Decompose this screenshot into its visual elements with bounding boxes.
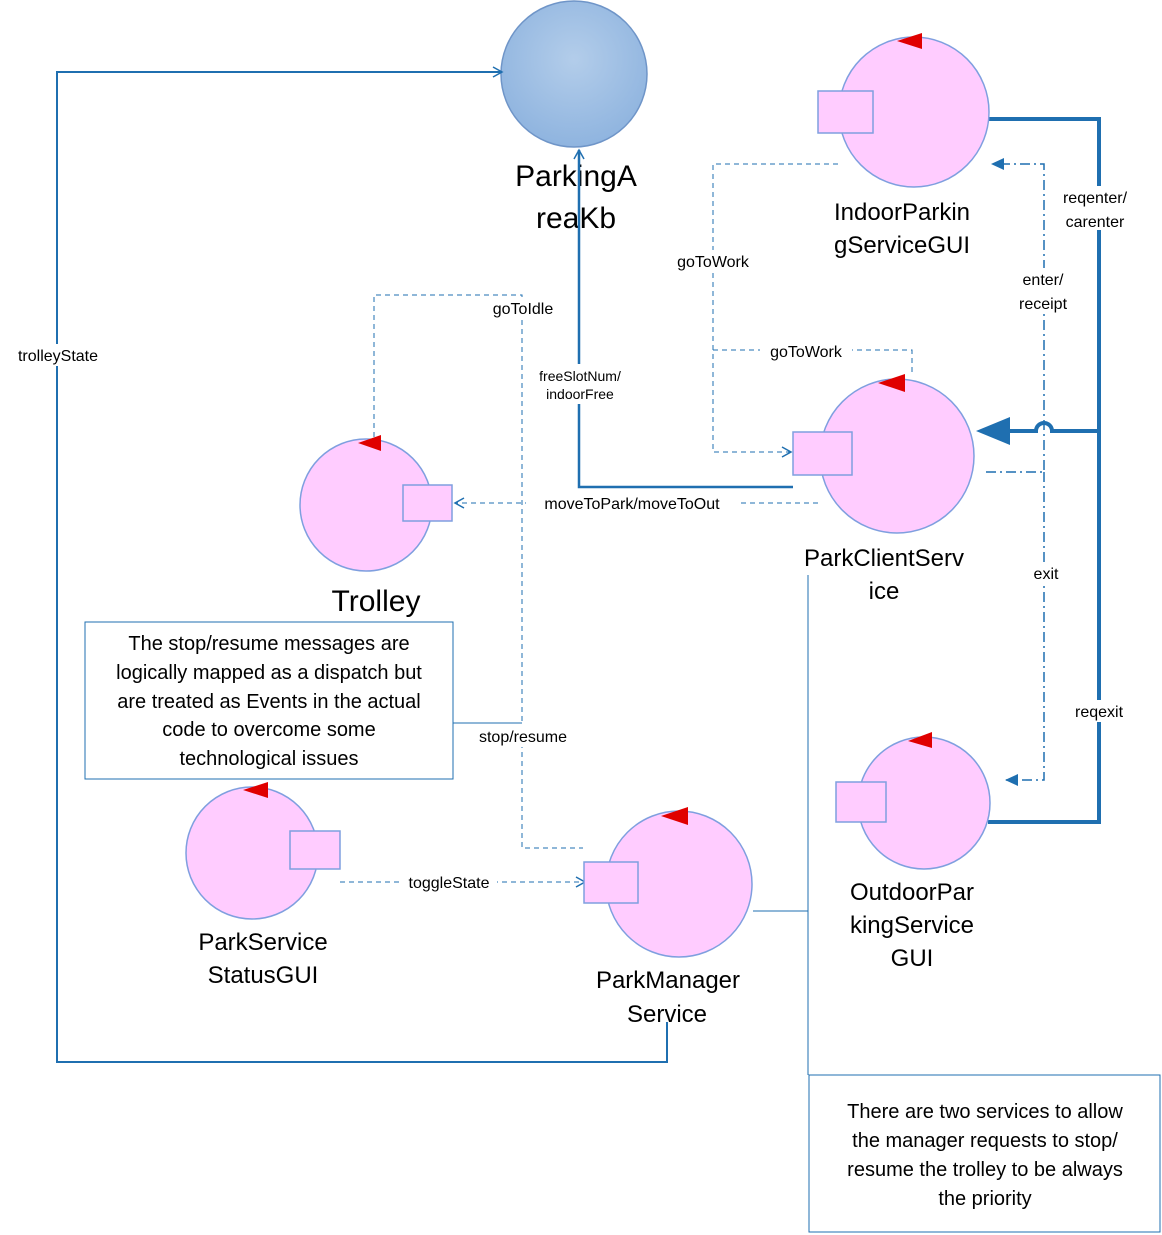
actor-port bbox=[792, 431, 853, 476]
trolley-state-line bbox=[56, 66, 668, 1063]
priority-note-line-3: resume the trolley to be always bbox=[847, 1159, 1123, 1181]
actor-client-service: ParkClientServ ice bbox=[792, 374, 975, 605]
msg-trolley-state: trolleyState bbox=[18, 348, 98, 365]
msg-enter-2: receipt bbox=[1019, 296, 1068, 313]
actor-port bbox=[817, 90, 874, 134]
msg-stop-resume: stop/resume bbox=[479, 729, 567, 746]
actor-status-gui: ParkService StatusGUI bbox=[185, 782, 341, 989]
note-line-5: technological issues bbox=[180, 748, 359, 770]
actor-outdoor-gui: OutdoorPar kingService GUI bbox=[835, 732, 991, 972]
msg-enter-1: enter/ bbox=[1023, 272, 1064, 289]
msg-reqenter-2: carenter bbox=[1066, 214, 1125, 231]
actor-flag-icon bbox=[897, 33, 922, 49]
outdoor-gui-label-3: GUI bbox=[891, 945, 934, 972]
kb-label-line-2: reaKb bbox=[536, 202, 616, 235]
free-slot-line bbox=[573, 148, 793, 489]
actor-flag-icon bbox=[908, 732, 932, 748]
msg-reqexit: reqexit bbox=[1075, 704, 1124, 721]
priority-note-line-4: the priority bbox=[938, 1188, 1031, 1210]
note-box bbox=[808, 1074, 1161, 1233]
go-to-work-line-1 bbox=[712, 163, 838, 458]
msg-toggle-state: toggleState bbox=[409, 875, 490, 892]
msg-free-slot-2: indoorFree bbox=[546, 386, 614, 402]
status-gui-label-1: ParkService bbox=[198, 929, 327, 956]
outdoor-gui-label-1: OutdoorPar bbox=[850, 879, 974, 906]
connections bbox=[56, 66, 1101, 1075]
note-line-3: are treated as Events in the actual bbox=[117, 691, 421, 713]
client-service-label-2: ice bbox=[869, 578, 900, 605]
msg-free-slot-1: freeSlotNum/ bbox=[539, 368, 621, 384]
manager-service-label-1: ParkManager bbox=[596, 967, 740, 994]
msg-move: moveToPark/moveToOut bbox=[544, 496, 720, 513]
msg-go-to-work-1: goToWork bbox=[677, 254, 750, 271]
outdoor-gui-label-2: kingService bbox=[850, 912, 974, 939]
status-gui-label-2: StatusGUI bbox=[208, 962, 319, 989]
actor-port bbox=[402, 484, 453, 522]
actor-manager-service: ParkManager Service bbox=[583, 807, 753, 1028]
actor-port bbox=[583, 861, 639, 904]
actor-flag-icon bbox=[661, 807, 688, 825]
trolley-label: Trolley bbox=[332, 585, 421, 618]
manager-service-label-2: Service bbox=[627, 1001, 707, 1028]
note-line-1: The stop/resume messages are bbox=[128, 633, 409, 655]
note-box bbox=[84, 621, 454, 780]
priority-note: There are two services to allow the mana… bbox=[808, 1074, 1161, 1233]
kb-circle bbox=[500, 0, 648, 148]
parking-area-kb: ParkingA reaKb bbox=[500, 0, 648, 235]
actor-flag-icon bbox=[243, 782, 268, 798]
request-bus-branch bbox=[1008, 421, 1099, 433]
msg-exit: exit bbox=[1034, 566, 1059, 583]
exit-line bbox=[1005, 472, 1045, 786]
note-line-4: code to overcome some bbox=[162, 719, 375, 741]
actor-trolley: Trolley bbox=[299, 435, 453, 618]
request-bus-line bbox=[988, 117, 1101, 824]
stop-resume-note: The stop/resume messages are logically m… bbox=[84, 621, 454, 780]
kb-label-line-1: ParkingA bbox=[515, 160, 637, 193]
actor-flag-icon bbox=[358, 435, 381, 451]
manager-connector-line bbox=[753, 575, 809, 912]
actor-indoor-gui: IndoorParkin gServiceGUI bbox=[817, 33, 990, 259]
actor-port bbox=[289, 830, 341, 870]
message-labels: trolleyState goToIdle goToWork goToWork … bbox=[8, 186, 1142, 893]
indoor-gui-label-2: gServiceGUI bbox=[834, 232, 970, 259]
request-bus-arrowhead bbox=[976, 417, 1010, 445]
indoor-gui-label-1: IndoorParkin bbox=[834, 199, 970, 226]
note-line-2: logically mapped as a dispatch but bbox=[116, 662, 422, 684]
go-to-idle-line bbox=[373, 294, 583, 849]
priority-note-line-1: There are two services to allow bbox=[847, 1101, 1123, 1123]
actor-flag-icon bbox=[878, 374, 905, 392]
priority-note-line-2: the manager requests to stop/ bbox=[852, 1130, 1118, 1152]
enter-receipt-line bbox=[986, 158, 1045, 473]
actor-port bbox=[835, 781, 887, 823]
msg-reqenter-1: reqenter/ bbox=[1063, 190, 1128, 207]
msg-go-to-idle: goToIdle bbox=[493, 301, 554, 318]
msg-go-to-work-2: goToWork bbox=[770, 344, 843, 361]
client-service-label-1: ParkClientServ bbox=[804, 545, 964, 572]
